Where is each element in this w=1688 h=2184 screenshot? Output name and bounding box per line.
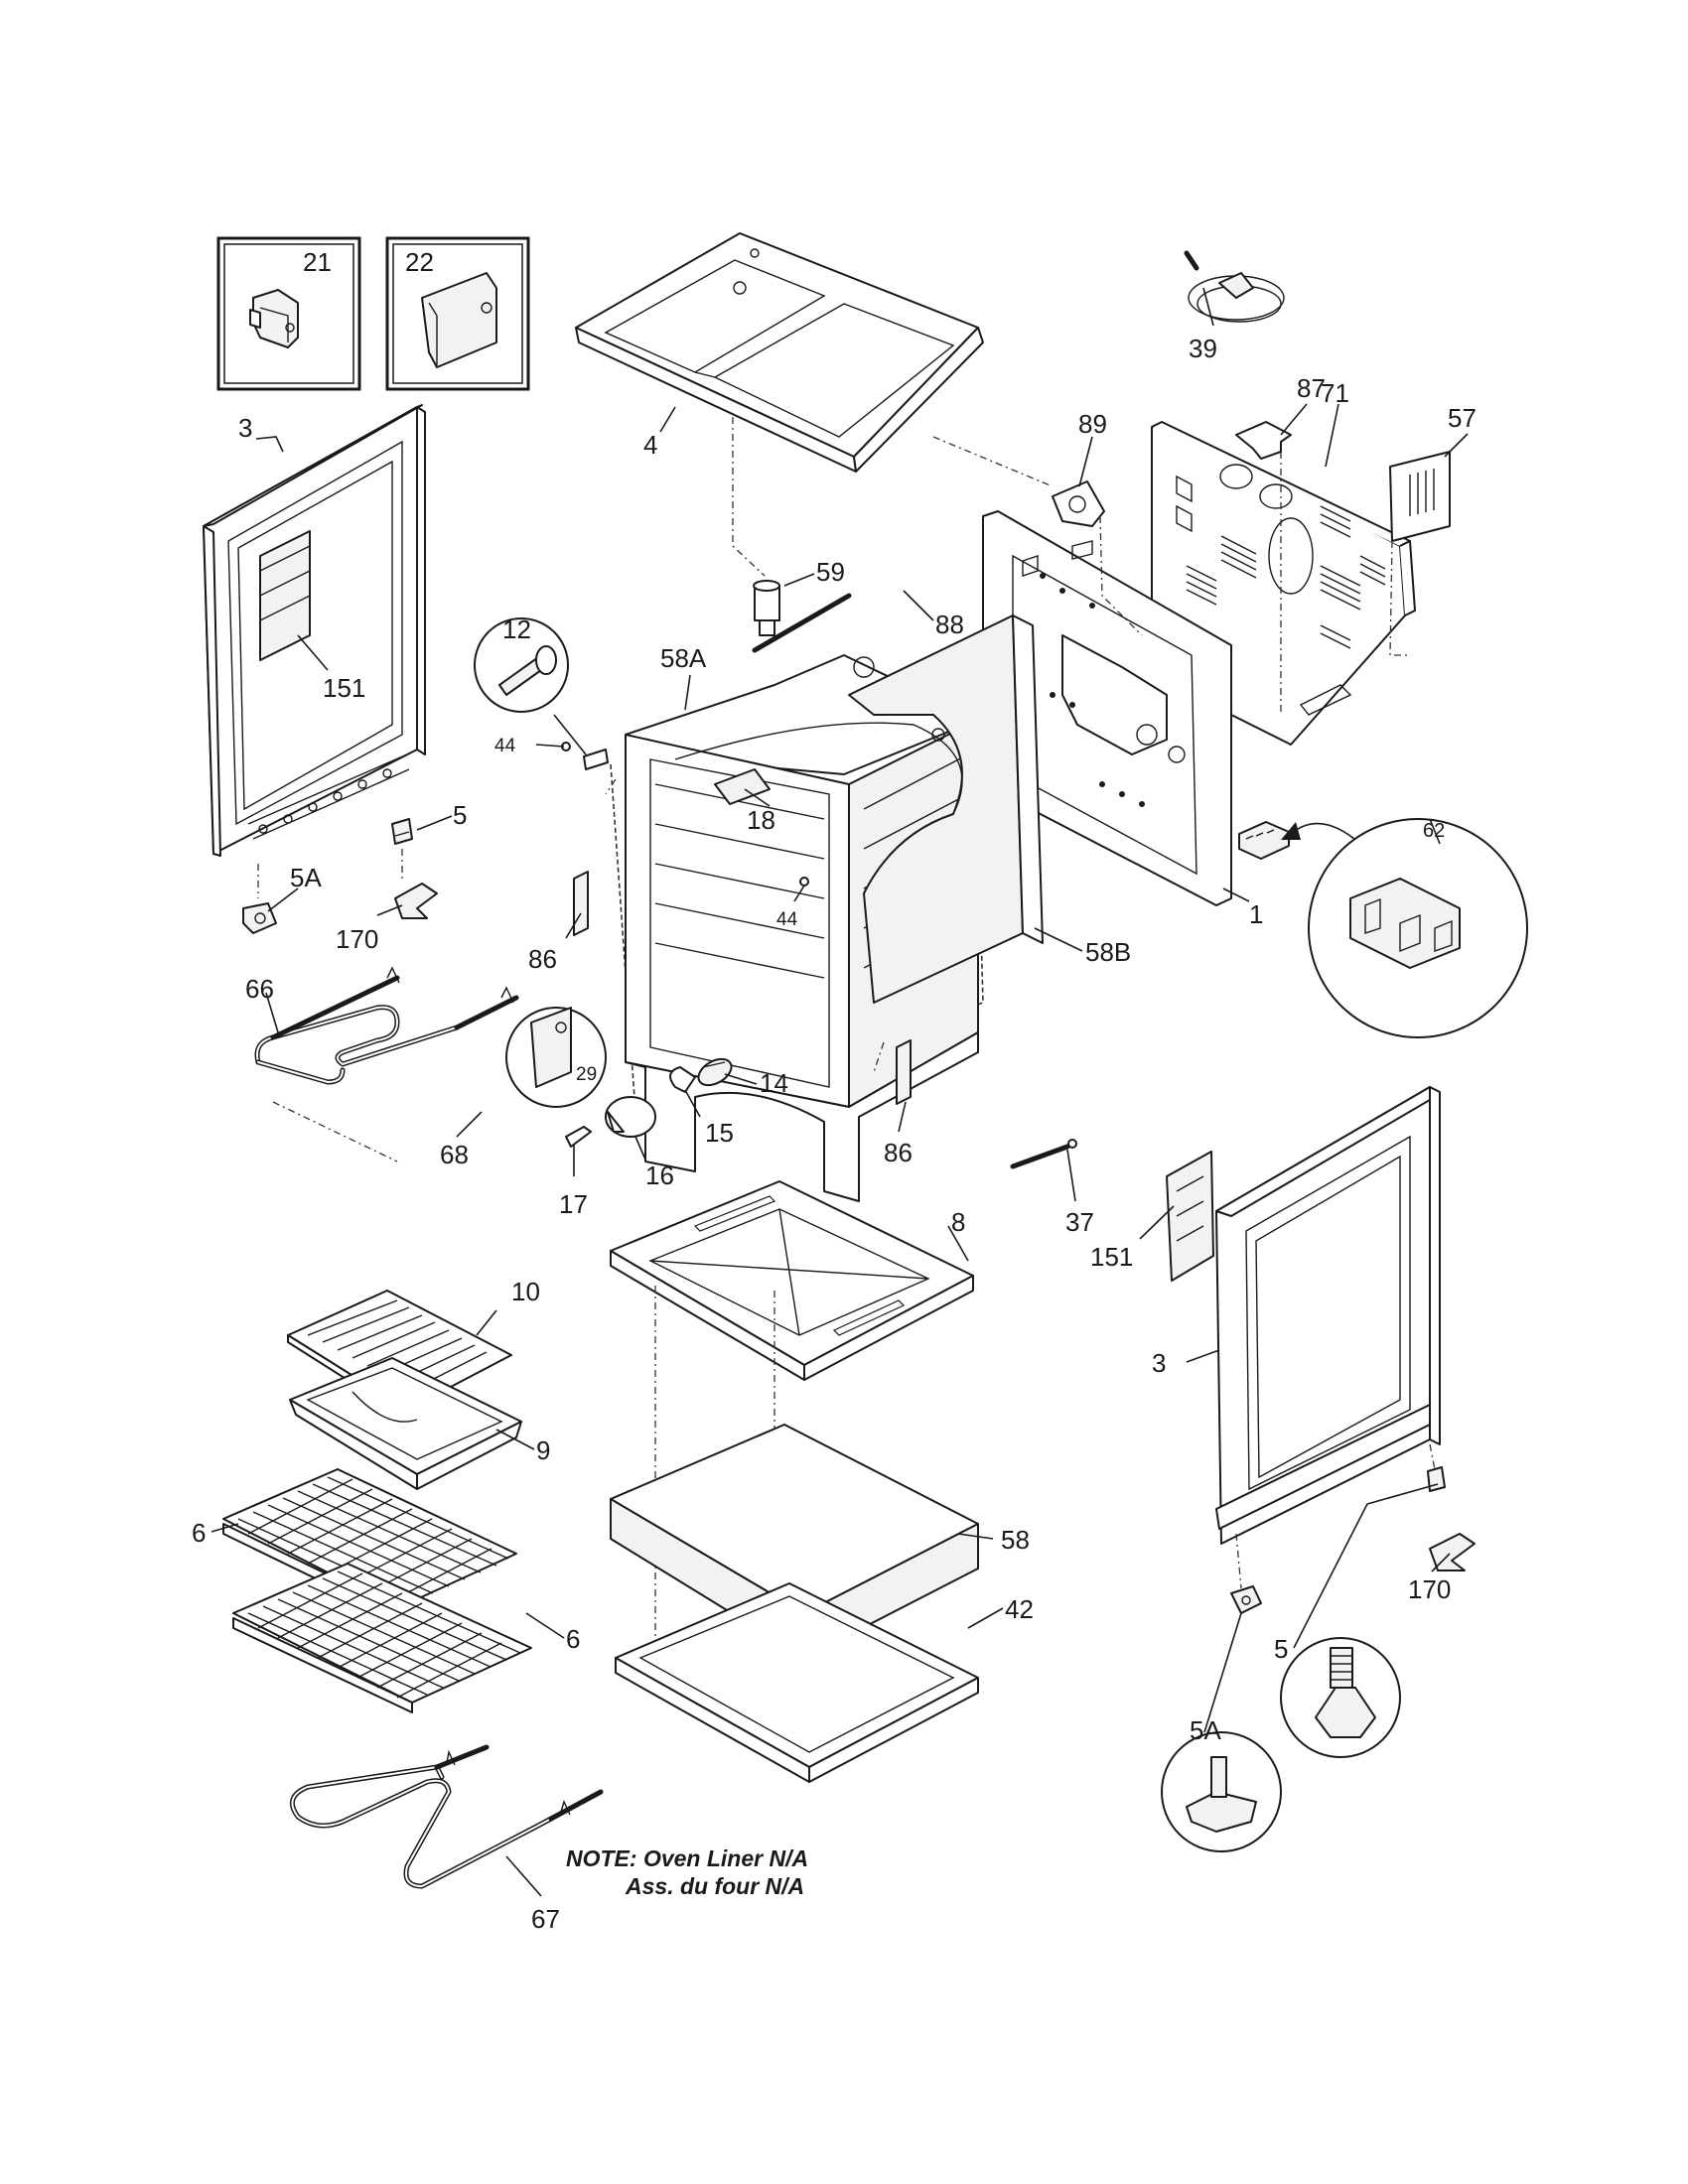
- label-6-lower: 6: [566, 1624, 580, 1654]
- label-5-right: 5: [1274, 1634, 1288, 1664]
- label-71: 71: [1321, 378, 1349, 408]
- label-86-left: 86: [528, 944, 557, 974]
- terminal-block-detail-circle: [1308, 818, 1528, 1038]
- bracket-89: [1052, 480, 1105, 527]
- left-side-panel: [203, 404, 426, 857]
- leader-lines: [211, 287, 1469, 1897]
- oven-liner-note: NOTE: Oven Liner N/A Ass. du four N/A: [566, 1845, 808, 1899]
- label-15: 15: [705, 1118, 734, 1148]
- label-12: 12: [502, 614, 531, 644]
- hinge-receptacle-86-left: [573, 871, 589, 936]
- wire-37: [1010, 1139, 1077, 1169]
- inset-part-21: [216, 236, 361, 391]
- terminal-pointer-arrow: [1290, 822, 1361, 845]
- label-22: 22: [405, 247, 434, 277]
- terminal-block-small: [1238, 821, 1290, 860]
- wire-88: [752, 593, 852, 653]
- callout-labels: 21 22 3 4 39 87 89 57 71 59 88 12 58A 44…: [192, 247, 1477, 1934]
- light-switch-29-detail-circle: [505, 1007, 607, 1108]
- label-62: 62: [1423, 820, 1445, 842]
- spacer-59: [753, 580, 780, 636]
- screw-44-right: [799, 877, 809, 887]
- light-lens-16: [605, 1096, 656, 1138]
- label-67: 67: [531, 1904, 560, 1934]
- label-17: 17: [559, 1189, 588, 1219]
- hinge-170-left: [394, 883, 438, 919]
- terminal-pointer-arrowhead: [1281, 822, 1301, 840]
- label-59: 59: [816, 557, 845, 587]
- label-5a-left: 5A: [290, 863, 322, 892]
- label-86-right: 86: [884, 1138, 913, 1167]
- sensor-12-detail-circle: [474, 617, 569, 713]
- dashed-assembly-guides: [257, 417, 1436, 1589]
- label-21: 21: [303, 247, 332, 277]
- label-57: 57: [1448, 403, 1477, 433]
- element-68-leader-dashed: [272, 1101, 398, 1162]
- label-10: 10: [511, 1277, 540, 1306]
- label-58: 58: [1001, 1525, 1030, 1555]
- top-panel: [575, 232, 984, 473]
- label-1: 1: [1249, 899, 1263, 929]
- bracket-87: [1235, 421, 1292, 460]
- insulation-wrap: [674, 614, 1044, 1004]
- label-4: 4: [643, 430, 657, 460]
- label-8: 8: [951, 1207, 965, 1237]
- bracket-18: [714, 768, 771, 805]
- broil-element-66: [254, 966, 519, 1085]
- leveler-5-detail-circle: [1280, 1637, 1401, 1758]
- bottom-tray-42: [615, 1582, 979, 1783]
- sensor-12-small: [583, 749, 609, 770]
- power-cord: [1184, 250, 1285, 323]
- bake-element-67: [289, 1744, 604, 1889]
- label-44-right: 44: [776, 909, 798, 930]
- note-line-1: NOTE: Oven Liner N/A: [566, 1845, 808, 1871]
- label-151-right: 151: [1090, 1242, 1133, 1272]
- label-29: 29: [576, 1064, 597, 1085]
- label-5-left: 5: [453, 800, 467, 830]
- label-44-left: 44: [494, 736, 516, 756]
- label-5a-right: 5A: [1190, 1715, 1221, 1745]
- broiler-pan-9: [289, 1357, 522, 1490]
- label-6-upper: 6: [192, 1518, 206, 1548]
- label-16: 16: [645, 1160, 674, 1190]
- label-88: 88: [935, 610, 964, 639]
- inset-part-22: [385, 236, 530, 391]
- label-18: 18: [747, 805, 775, 835]
- hinge-170-right: [1429, 1533, 1476, 1571]
- hinge-bracket-151-right: [1166, 1151, 1214, 1282]
- leveler-5-right: [1427, 1466, 1446, 1492]
- oven-bottom: [610, 1180, 974, 1381]
- label-68: 68: [440, 1140, 469, 1169]
- label-58b: 58B: [1085, 937, 1131, 967]
- label-42: 42: [1005, 1594, 1034, 1624]
- label-66: 66: [245, 974, 274, 1004]
- label-58a: 58A: [660, 643, 707, 673]
- leveler-5-left: [391, 818, 413, 845]
- label-89: 89: [1078, 409, 1107, 439]
- label-87: 87: [1297, 373, 1326, 403]
- label-39: 39: [1189, 334, 1217, 363]
- lens-clip-17: [565, 1126, 592, 1148]
- label-37: 37: [1065, 1207, 1094, 1237]
- oven-rack-lower: [232, 1563, 532, 1713]
- hinge-5a-right: [1230, 1585, 1262, 1614]
- label-3-right: 3: [1152, 1348, 1166, 1378]
- label-170-left: 170: [336, 924, 378, 954]
- hinge-5a-detail-circle: [1161, 1731, 1282, 1852]
- label-151-left: 151: [323, 673, 365, 703]
- right-side-panel: [1215, 1086, 1441, 1545]
- label-3-left: 3: [238, 413, 252, 443]
- light-bulb-15: [669, 1066, 696, 1093]
- label-9: 9: [536, 1435, 550, 1465]
- label-14: 14: [760, 1068, 788, 1098]
- hinge-5a-left: [242, 902, 277, 934]
- label-170-right: 170: [1408, 1574, 1451, 1604]
- light-socket-14: [697, 1057, 733, 1087]
- note-line-2: Ass. du four N/A: [625, 1873, 804, 1899]
- cover-57: [1389, 451, 1451, 542]
- hinge-receptacle-86-right: [896, 1039, 912, 1105]
